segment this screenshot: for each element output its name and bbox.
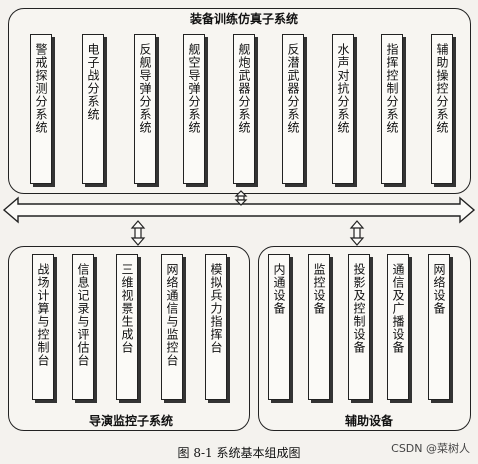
- subsystem-label: 警戒探测分系统: [34, 43, 48, 134]
- system-bus-arrow: [2, 196, 476, 224]
- station-label: 模拟兵力指挥台: [209, 263, 223, 354]
- station-label: 战场计算与控制台: [36, 263, 50, 367]
- director-group-connector-arrow: [130, 220, 146, 246]
- subsystem-naval-gun: 舰炮武器分系统: [233, 34, 255, 184]
- subsystem-warning-detection: 警戒探测分系统: [30, 34, 52, 184]
- subsystem-underwater-acoustic: 水声对抗分系统: [332, 34, 354, 184]
- equipment-network: 网络设备: [428, 254, 450, 400]
- subsystem-label: 反舰导弹分系统: [138, 43, 152, 134]
- equipment-label: 网络设备: [432, 263, 446, 315]
- equipment-label: 投影及控制设备: [352, 263, 366, 354]
- subsystem-label: 舰炮武器分系统: [237, 43, 251, 134]
- subsystem-label: 辅助操控分系统: [435, 43, 449, 134]
- watermark: CSDN @菜树人: [391, 442, 470, 455]
- subsystem-ship-air-missile: 舰空导弹分系统: [183, 34, 205, 184]
- equipment-intercom: 内通设备: [268, 254, 290, 400]
- equipment-monitoring: 监控设备: [308, 254, 330, 400]
- subsystem-label: 电子战分系统: [86, 43, 100, 121]
- subsystem-label: 反潜武器分系统: [286, 43, 300, 134]
- subsystem-anti-submarine: 反潜武器分系统: [282, 34, 304, 184]
- equipment-label: 监控设备: [312, 263, 326, 315]
- figure-caption: 图 8-1 系统基本组成图: [177, 446, 301, 460]
- equipment-label: 内通设备: [272, 263, 286, 315]
- station-label: 三维视景生成台: [120, 263, 134, 354]
- station-network-monitoring: 网络通信与监控台: [161, 254, 183, 400]
- station-battlefield-computation: 战场计算与控制台: [32, 254, 54, 400]
- equipment-projection-control: 投影及控制设备: [348, 254, 370, 400]
- subsystem-label: 水声对抗分系统: [336, 43, 350, 134]
- top-group-connector-arrow: [234, 190, 248, 206]
- auxiliary-equipment-title: 辅助设备: [330, 412, 408, 429]
- subsystem-anti-ship-missile: 反舰导弹分系统: [134, 34, 156, 184]
- subsystem-electronic-warfare: 电子战分系统: [82, 34, 104, 184]
- station-simulated-forces-command: 模拟兵力指挥台: [205, 254, 227, 400]
- subsystem-auxiliary-operation: 辅助操控分系统: [431, 34, 453, 184]
- subsystem-label: 舰空导弹分系统: [187, 43, 201, 134]
- director-monitoring-subsystem-title: 导演监控子系统: [72, 412, 190, 429]
- station-label: 网络通信与监控台: [165, 263, 179, 367]
- station-information-recording: 信息记录与评估台: [72, 254, 94, 400]
- subsystem-label: 指挥控制分系统: [385, 43, 399, 134]
- station-3d-visual-generation: 三维视景生成台: [116, 254, 138, 400]
- equipment-communication-broadcast: 通信及广播设备: [387, 254, 409, 400]
- auxiliary-group-connector-arrow: [349, 220, 365, 246]
- equipment-label: 通信及广播设备: [391, 263, 405, 354]
- training-simulation-subsystem-title: 装备训练仿真子系统: [180, 10, 308, 27]
- station-label: 信息记录与评估台: [76, 263, 90, 367]
- subsystem-command-control: 指挥控制分系统: [381, 34, 403, 184]
